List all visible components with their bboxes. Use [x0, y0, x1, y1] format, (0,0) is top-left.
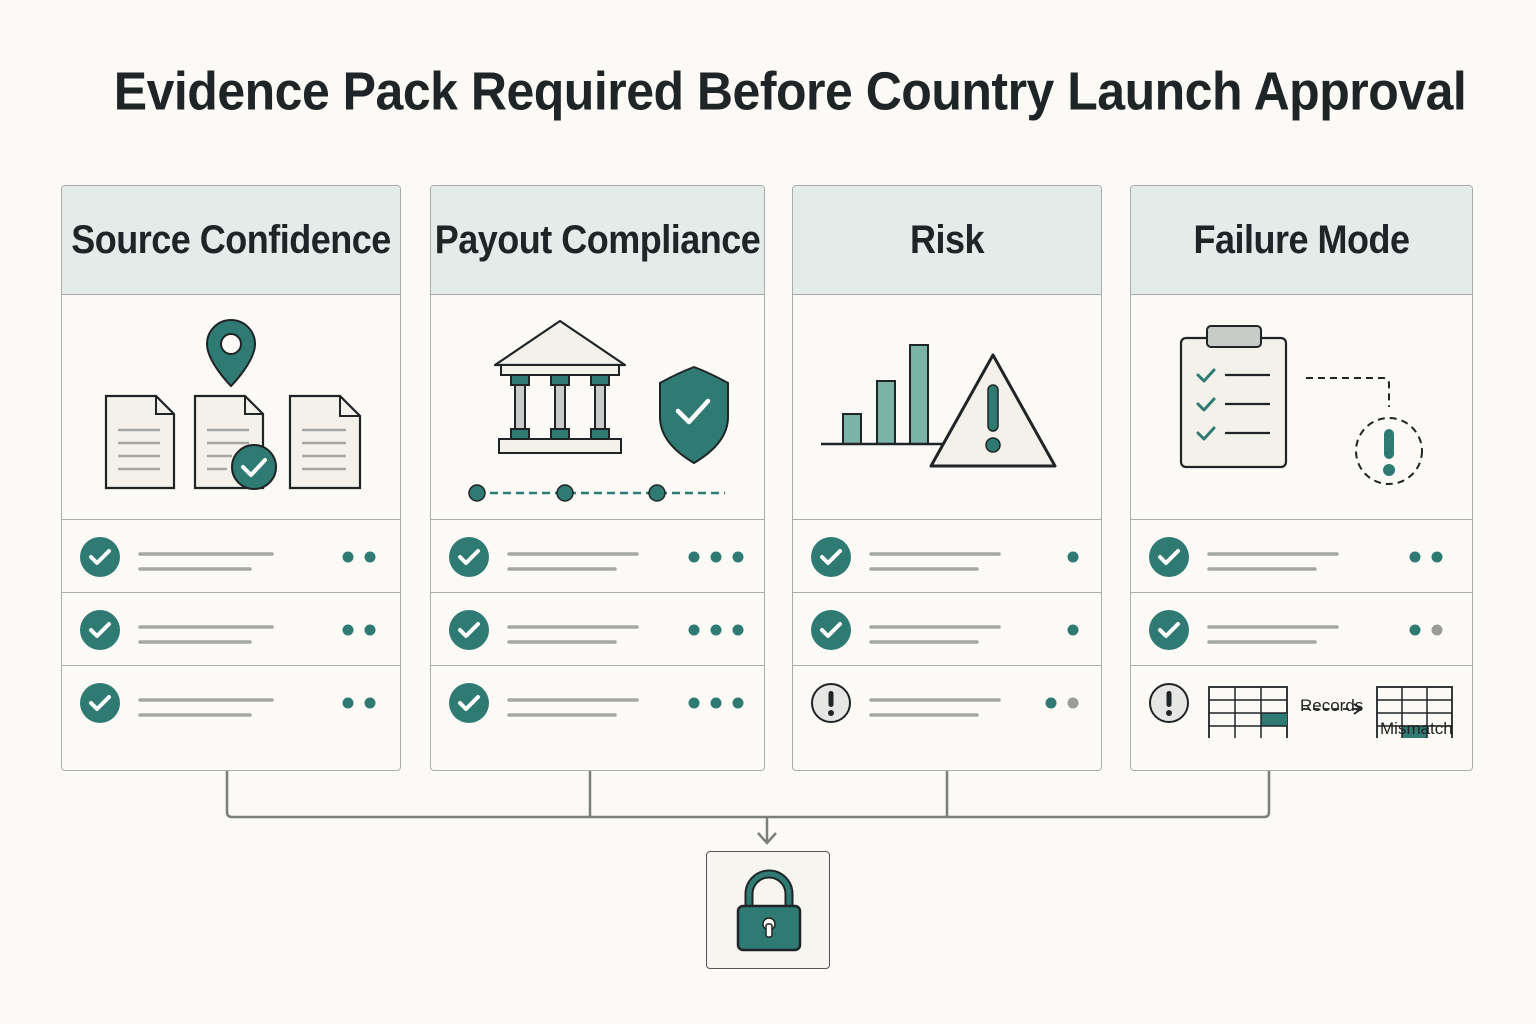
mismatch-label: Mismatch: [1380, 719, 1453, 738]
progress-dot: [710, 551, 722, 563]
row-graphics: [811, 610, 1079, 650]
bank-with-shield-icon: [431, 295, 764, 520]
column-header: Payout Compliance: [431, 186, 764, 295]
row-graphics: [80, 683, 376, 723]
progress-dot: [1409, 624, 1421, 636]
progress-dot: [364, 697, 376, 709]
progress-dot: [1067, 551, 1079, 563]
progress-dot: [342, 624, 354, 636]
progress-dot: [342, 551, 354, 563]
progress-dot: [1409, 551, 1421, 563]
column-risk: Risk: [792, 185, 1102, 771]
check-icon: [449, 683, 489, 723]
evidence-row: [62, 593, 400, 666]
row-graphics: [811, 683, 1079, 723]
row-graphics: [811, 537, 1079, 577]
progress-dot: [688, 624, 700, 636]
check-icon: [811, 537, 851, 577]
page-title: Evidence Pack Required Before Country La…: [113, 60, 1467, 122]
check-icon: [811, 610, 851, 650]
progress-dot: [342, 697, 354, 709]
documents-with-location-pin-icon: [62, 295, 400, 520]
check-icon: [80, 537, 120, 577]
progress-dot: [732, 624, 744, 636]
check-icon: [1149, 610, 1189, 650]
column-header: Source Confidence: [62, 186, 400, 295]
evidence-row: [62, 520, 400, 593]
evidence-row: [793, 593, 1101, 666]
bar-chart-warning-icon: [793, 295, 1101, 520]
row-graphics: [449, 610, 744, 650]
row-graphics: [1149, 610, 1443, 650]
row-graphics: [80, 537, 376, 577]
evidence-row: [1131, 520, 1472, 593]
approval-gate: [706, 851, 830, 969]
progress-dot: [1045, 697, 1057, 709]
row-graphics: [1149, 537, 1443, 577]
check-icon: [449, 610, 489, 650]
progress-dot: [364, 624, 376, 636]
check-icon: [80, 610, 120, 650]
row-graphics: [449, 537, 744, 577]
row-graphics: [80, 610, 376, 650]
evidence-row: [1131, 593, 1472, 666]
progress-dot: [710, 624, 722, 636]
progress-dot: [1431, 551, 1443, 563]
check-icon: [449, 537, 489, 577]
progress-dot: [1067, 624, 1079, 636]
progress-dot: [688, 551, 700, 563]
column-header: Failure Mode: [1131, 186, 1472, 295]
column-failure-mode: Failure Mode Records Mismatch: [1130, 185, 1473, 771]
column-payout-compliance: Payout Compliance: [430, 185, 765, 771]
clipboard-checklist-icon: [1131, 295, 1472, 520]
row-graphics: [449, 683, 744, 723]
column-source-confidence: Source Confidence: [61, 185, 401, 771]
progress-dot: [732, 551, 744, 563]
check-icon: [80, 683, 120, 723]
records-label: Records: [1300, 696, 1364, 715]
evidence-row: [793, 520, 1101, 593]
column-header: Risk: [793, 186, 1101, 295]
progress-dot: [732, 697, 744, 709]
row-graphics: [1149, 683, 1453, 738]
progress-dot: [1067, 697, 1079, 709]
evidence-row: [793, 666, 1101, 738]
progress-dot: [710, 697, 722, 709]
evidence-row-records-mismatch: Records Mismatch: [1131, 666, 1472, 738]
evidence-row: [431, 666, 764, 738]
progress-dot: [1431, 624, 1443, 636]
progress-dot: [364, 551, 376, 563]
progress-dot: [688, 697, 700, 709]
evidence-row: [431, 593, 764, 666]
evidence-row: [62, 666, 400, 738]
padlock-icon: [736, 869, 802, 952]
evidence-row: [431, 520, 764, 593]
check-icon: [1149, 537, 1189, 577]
